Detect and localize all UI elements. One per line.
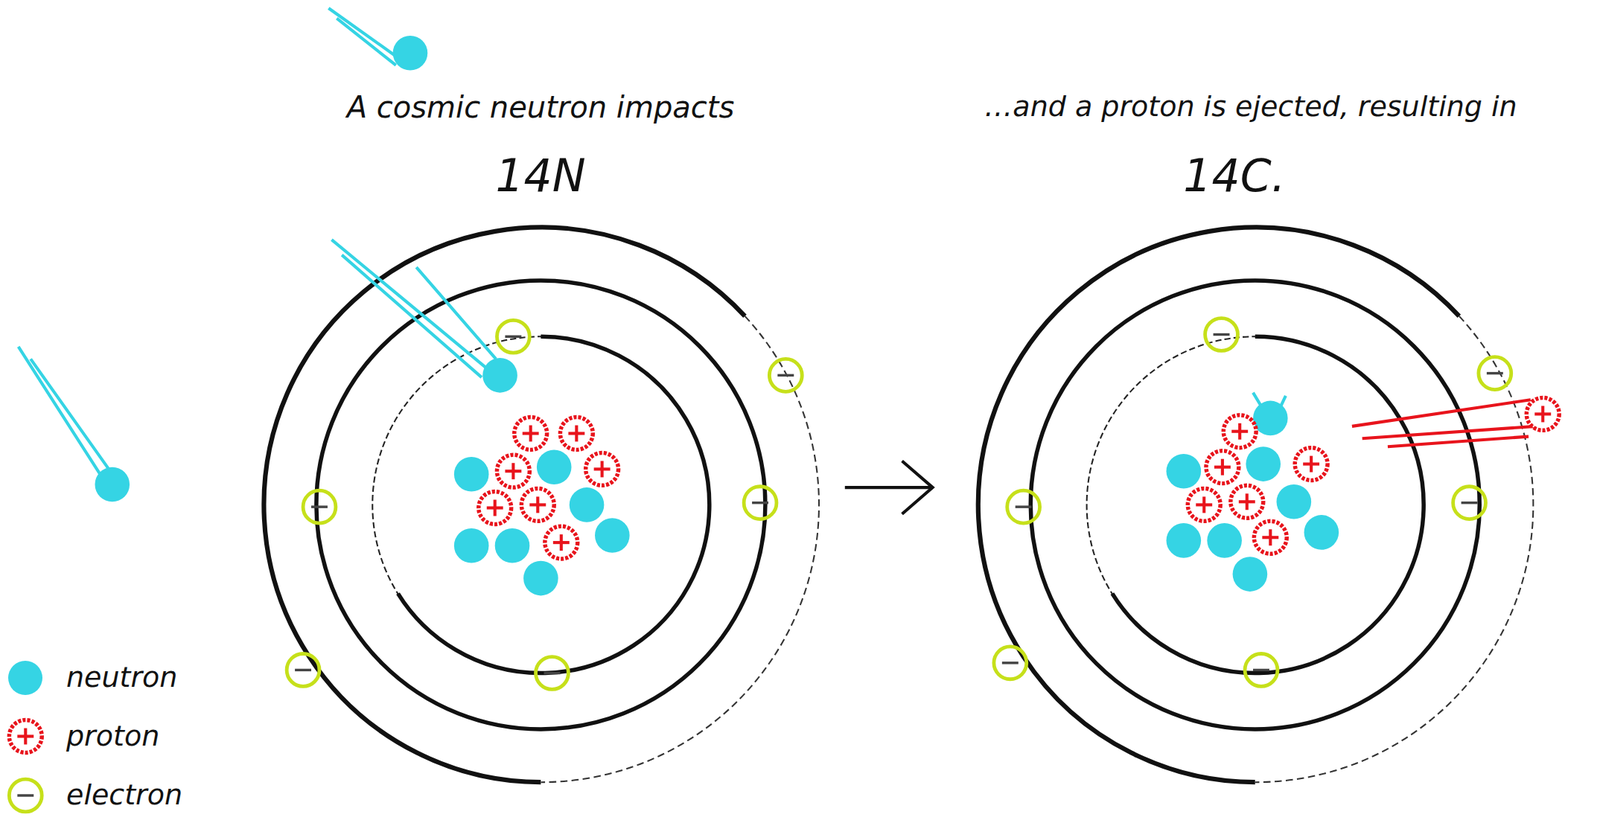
legend-label: electron <box>66 780 183 812</box>
isotope-label: 14N <box>495 151 586 201</box>
nitrogen-electrons <box>286 320 802 690</box>
legend-label: proton <box>66 721 160 753</box>
nitrogen-nucleus <box>454 417 630 597</box>
legend-swatch <box>8 661 43 696</box>
impact-neutron <box>331 239 517 394</box>
reaction-arrow <box>845 460 933 514</box>
carbon-nucleus <box>1166 393 1340 592</box>
ejected-proton <box>1352 397 1560 447</box>
carbon-electrons <box>993 318 1512 688</box>
caption-text: …and a proton is ejected, resulting in <box>984 91 1517 123</box>
isotope-label: 14C. <box>1183 151 1286 201</box>
cosmic-neutrons <box>18 8 429 502</box>
caption-text: A cosmic neutron impacts <box>346 90 735 124</box>
legend-label: neutron <box>66 662 178 694</box>
